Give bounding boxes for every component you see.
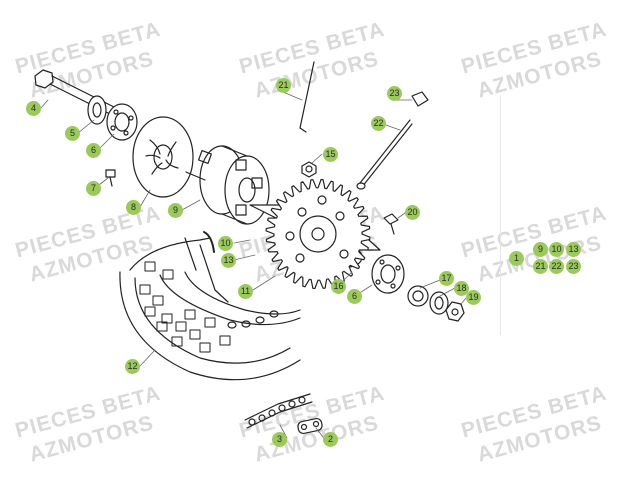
cush-drive-hub-drawing xyxy=(185,145,270,225)
callout-20: 20 xyxy=(405,205,420,220)
kit-callout-23: 23 xyxy=(566,259,581,274)
chain-drawing xyxy=(244,393,313,429)
callout-21: 21 xyxy=(276,78,291,93)
spoke-long-drawing xyxy=(356,119,413,190)
brake-disc-drawing xyxy=(132,116,194,198)
kit-callout-21: 21 xyxy=(533,259,548,274)
callout-7: 7 xyxy=(86,181,101,196)
callout-16: 16 xyxy=(331,279,346,294)
seal-right-drawing xyxy=(429,291,449,315)
callout-6: 6 xyxy=(86,143,101,158)
kit-callout-9: 9 xyxy=(533,242,548,257)
tire-rim-drawing xyxy=(119,231,301,381)
callout-6-right: 6 xyxy=(347,289,362,304)
bolt-small-drawing xyxy=(105,169,116,187)
callout-3: 3 xyxy=(272,432,287,447)
sprocket-drawing xyxy=(265,178,371,290)
axle-drawing xyxy=(34,69,121,119)
nut-small-drawing xyxy=(301,161,317,178)
callout-22: 22 xyxy=(371,116,386,131)
callout-2: 2 xyxy=(323,432,338,447)
spoke-top-drawing xyxy=(299,61,315,133)
kit-callout-22: 22 xyxy=(549,259,564,274)
divider-line xyxy=(500,95,501,335)
callout-23: 23 xyxy=(387,86,402,101)
seal-drawing xyxy=(87,95,107,125)
callout-11: 11 xyxy=(238,284,253,299)
callout-13: 13 xyxy=(221,253,236,268)
callout-10: 10 xyxy=(218,236,233,251)
callout-4: 4 xyxy=(26,101,41,116)
callout-18: 18 xyxy=(454,281,469,296)
callout-17: 17 xyxy=(439,271,454,286)
callout-15: 15 xyxy=(323,147,338,162)
callout-5: 5 xyxy=(65,126,80,141)
bearing-right-drawing xyxy=(371,254,405,294)
callout-8: 8 xyxy=(126,200,141,215)
kit-callout-10: 10 xyxy=(549,242,564,257)
nipple-drawing xyxy=(411,91,429,107)
kit-callout-1: 1 xyxy=(509,251,524,266)
callout-19: 19 xyxy=(466,290,481,305)
axle-nut-drawing xyxy=(445,301,465,322)
callout-12: 12 xyxy=(125,359,140,374)
chain-link-drawing xyxy=(297,417,323,435)
kit-callout-13: 13 xyxy=(566,242,581,257)
bolt-drawing xyxy=(383,213,399,235)
bearing-left-drawing xyxy=(106,103,138,141)
callout-9: 9 xyxy=(168,203,183,218)
spacer-right-drawing xyxy=(407,285,429,307)
